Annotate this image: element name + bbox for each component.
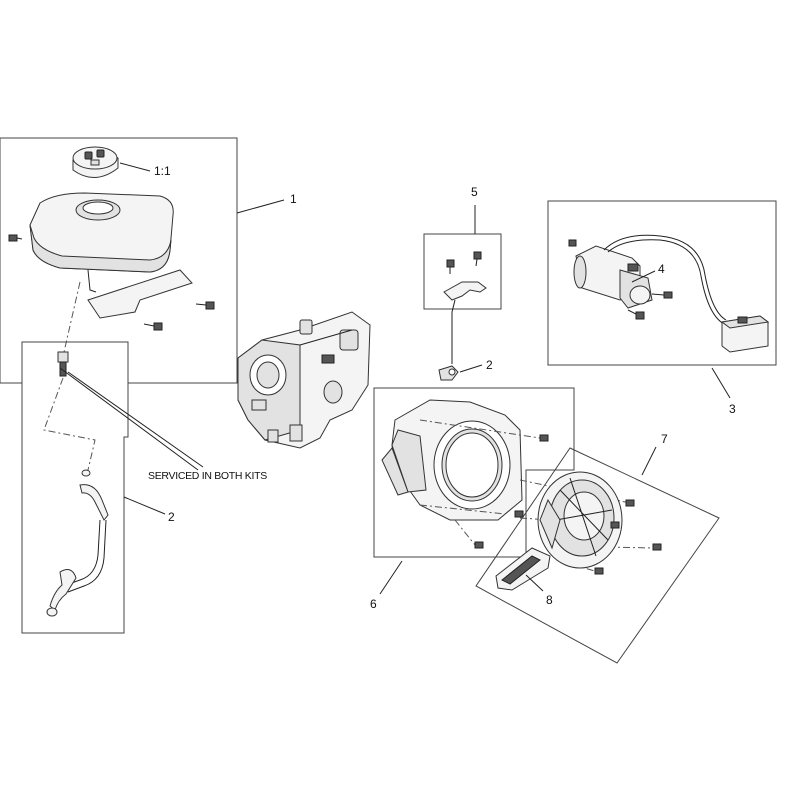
callout-2-clip: 2 (486, 358, 493, 372)
starter-bolt-lower (627, 309, 645, 320)
recoil-bolt-1 (625, 499, 635, 507)
heat-shield (87, 269, 193, 319)
recoil-starter-kit-box (475, 447, 720, 664)
recoil-starter-group: 7 8 (475, 432, 720, 664)
fuel-cap (72, 146, 119, 178)
starter-motor-group: 4 3 (547, 200, 777, 416)
starter-bolt-left (568, 239, 577, 247)
blower-housing-group: 6 (370, 387, 575, 611)
hose-clamp-lower (46, 607, 58, 617)
fuel-valve (57, 351, 69, 377)
fuel-hose (79, 484, 109, 521)
blower-housing (381, 399, 523, 521)
engine-crankcase (237, 311, 371, 449)
bracket-screw-left (446, 259, 455, 274)
bracket-kit-box (423, 233, 502, 310)
recoil-bolt-3 (652, 543, 662, 551)
callout-6: 6 (370, 597, 377, 611)
callout-7: 7 (661, 432, 668, 446)
starter-bolt-right (651, 291, 673, 299)
recoil-bolt-2 (610, 521, 620, 529)
serviced-note-group: SERVICED IN BOTH KITS (59, 367, 268, 482)
serviced-in-both-kits-note: SERVICED IN BOTH KITS (148, 470, 267, 482)
callout-5: 5 (471, 185, 478, 199)
fuel-line-kit-box (21, 341, 129, 634)
hose-clamp-upper (81, 469, 91, 477)
recoil-starter (537, 471, 623, 569)
fuel-tank-group: 1:1 1 (0, 137, 297, 384)
shield-bolt-lower (143, 322, 163, 331)
fuel-hose-lower (49, 569, 77, 611)
tank-mounting-bolt (8, 234, 23, 242)
housing-bolt-2 (514, 510, 524, 518)
electric-starter-motor (573, 245, 653, 309)
housing-bolt-3 (474, 541, 484, 549)
callout-1: 1 (290, 192, 297, 206)
fuel-line-group: 2 (21, 341, 175, 634)
shield-bolt (195, 301, 215, 310)
bracket-screw-top (473, 251, 482, 267)
callout-3: 3 (729, 402, 736, 416)
starter-handle (495, 547, 551, 591)
starter-kit-box (547, 200, 777, 366)
callout-2-fuel-line: 2 (168, 510, 175, 524)
bracket-group: 5 2 (423, 185, 502, 381)
housing-bolt-1 (539, 434, 549, 442)
callout-1-1: 1:1 (154, 164, 171, 178)
starter-solenoid (720, 315, 770, 353)
fuel-tank (29, 192, 174, 293)
blower-housing-kit-box (373, 387, 575, 558)
callout-4: 4 (658, 262, 665, 276)
cable-bracket (443, 281, 487, 301)
recoil-bolt-4 (594, 567, 604, 575)
callout-8: 8 (546, 593, 553, 607)
